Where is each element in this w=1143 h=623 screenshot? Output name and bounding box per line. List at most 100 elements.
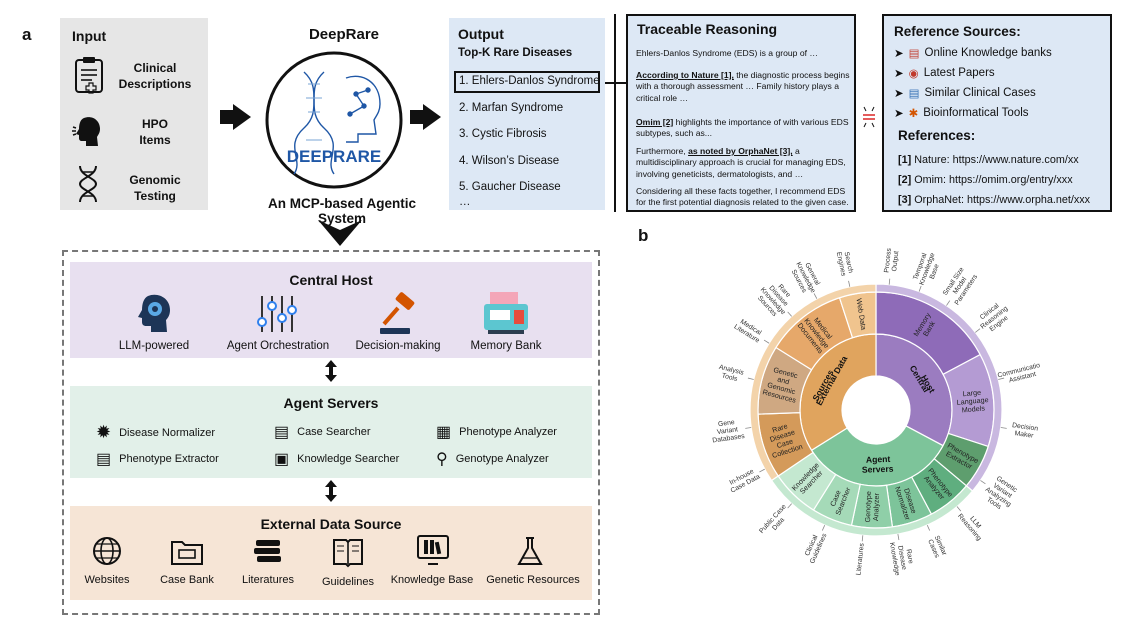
reference-num: [1]: [898, 154, 912, 166]
sunburst-tick: [897, 534, 900, 541]
source-item: ➤✱Bioinformatical Tools: [894, 106, 1029, 120]
agent-servers-title: Agent Servers: [283, 395, 379, 411]
sunburst-tick: [763, 339, 770, 344]
sunburst-outer-label: Rare: [905, 549, 914, 565]
sunburst-tick: [861, 535, 864, 542]
database-icon: ▤: [908, 48, 920, 60]
sunburst-outer-label: Literatures: [855, 542, 865, 575]
source-item: ➤▤Similar Clinical Cases: [894, 86, 1036, 100]
triangle-bullet-icon: ➤: [894, 88, 904, 100]
deeprare-subtitle: An MCP-based Agentic System: [267, 196, 416, 226]
head-icon: [70, 114, 104, 153]
reasoning-p2: According to Nature [1], the diagnostic …: [636, 70, 854, 104]
gavel-icon: [376, 292, 420, 341]
triangle-bullet-icon: ➤: [894, 48, 904, 60]
sunburst-tick: [848, 280, 851, 287]
agent-knowledge-searcher: ▣Knowledge Searcher: [274, 449, 399, 469]
deeprare-logo: DEEPRARE: [264, 50, 404, 195]
sunburst-tick: [888, 278, 891, 285]
sunburst-outer-label: Output: [891, 251, 900, 272]
sunburst-center: [842, 376, 910, 444]
reference-sources-title: Reference Sources:: [894, 24, 1021, 39]
agent-disease-normalizer: ✹Disease Normalizer: [96, 422, 215, 443]
document-lines-icon: ▤: [96, 451, 112, 468]
input-label-line2: Items: [139, 133, 171, 147]
input-label-line1: Genomic: [129, 173, 181, 187]
agent-phenotype-extractor: ▤ Phenotype Extractor: [96, 449, 219, 469]
sunburst-middle-label: Analyzer: [871, 492, 881, 521]
sunburst-tick: [956, 506, 962, 512]
sunburst-outer-label: Gene: [718, 419, 736, 428]
reasoning-p5: Considering all these facts together, I …: [636, 186, 849, 208]
input-label-line1: Clinical: [133, 61, 177, 75]
agent-genotype-analyzer: ⚲Genotype Analyzer: [436, 449, 549, 469]
clipboard-icon: [74, 56, 104, 99]
output-ellipsis: …: [459, 196, 471, 208]
output-item-1: 1. Ehlers-Danlos Syndrome: [459, 75, 600, 87]
reference-text: Omim: https://omim.org/entry/xxx: [914, 174, 1073, 186]
brain-head-icon: [134, 292, 174, 341]
paper-icon: ◉: [908, 68, 919, 80]
source-case-bank: Case Bank: [160, 574, 214, 586]
reasoning-p4-text: a multidisciplinary approach is crucial …: [636, 146, 846, 179]
sunburst-outer-label: Decision: [1012, 422, 1039, 433]
architecture-frame: [62, 250, 600, 615]
source-genetic-resources: Genetic Resources: [486, 574, 580, 586]
reference-num: [3]: [898, 194, 912, 206]
sunburst-tick: [813, 293, 818, 299]
triangle-bullet-icon: ➤: [894, 68, 904, 80]
sunburst-middle-label: Large: [962, 388, 981, 399]
sunburst-outer-label: Tools: [721, 372, 739, 383]
chevron-down-icon: [318, 220, 362, 251]
dna-search-icon: ⚲: [436, 451, 448, 468]
agent-label: Phenotype Extractor: [119, 453, 219, 465]
sunburst-tick: [926, 524, 931, 531]
panel-label-b: b: [638, 226, 649, 245]
document-icon: ▤: [908, 88, 920, 100]
sunburst-tick: [745, 427, 752, 429]
sunburst-tick: [821, 524, 826, 531]
reference-2: [2] Omim: https://omim.org/entry/xxx: [898, 174, 1073, 186]
sunburst-group-label: Agent: [866, 454, 891, 465]
double-arrow-icon: [324, 360, 338, 387]
source-websites: Websites: [84, 574, 130, 586]
flow-arrow-right: [423, 104, 441, 130]
reasoning-panel: Traceable Reasoning Ehlers-Danlos Syndro…: [626, 14, 856, 212]
reasoning-p4-lead: Furthermore,: [636, 146, 689, 156]
citation-orphanet: as noted by OrphaNet [3],: [688, 146, 793, 156]
source-item: ➤▤Online Knowledge banks: [894, 46, 1052, 60]
sunburst-outer-label: Process: [883, 247, 893, 273]
source-guidelines: Guidelines: [322, 576, 374, 588]
external-source-title: External Data Source: [260, 516, 402, 532]
sunburst-tick: [787, 503, 792, 509]
citation-nature: According to Nature [1],: [636, 70, 734, 80]
books-icon: [252, 536, 284, 571]
sunburst-outer-label: Databases: [712, 433, 746, 445]
host-item-orchestration: Agent Orchestration: [226, 340, 330, 352]
reasoning-p1: Ehlers-Danlos Syndrome (EDS) is a group …: [636, 48, 818, 58]
agent-label: Disease Normalizer: [119, 426, 216, 439]
file-box-icon: ▤: [274, 424, 290, 441]
flow-arrow-right: [233, 104, 251, 130]
host-item-llm: LLM-powered: [118, 340, 190, 352]
reasoning-p3-text: highlights the importance of with variou…: [636, 117, 849, 139]
output-item-5: 5. Gaucher Disease: [459, 181, 561, 193]
agent-case-searcher: ▤Case Searcher: [274, 422, 371, 442]
flow-arrow-shaft: [220, 110, 234, 124]
reasoning-p3: Omim [2] highlights the importance of wi…: [636, 117, 854, 140]
source-knowledge-base: Knowledge Base: [390, 574, 474, 586]
sunburst-tick: [918, 285, 922, 292]
reasoning-title: Traceable Reasoning: [637, 21, 778, 37]
sunburst-outer-label: Disease: [896, 545, 907, 571]
sunburst-middle-label: Genotype: [863, 491, 873, 522]
sunburst-outer-label: Maker: [1014, 430, 1034, 440]
tools-icon: ✱: [908, 108, 919, 120]
agent-phenotype-analyzer: ▦Phenotype Analyzer: [436, 422, 557, 442]
globe-icon: [92, 536, 122, 571]
reference-num: [2]: [898, 174, 912, 186]
flow-arrow-shaft: [410, 110, 424, 124]
